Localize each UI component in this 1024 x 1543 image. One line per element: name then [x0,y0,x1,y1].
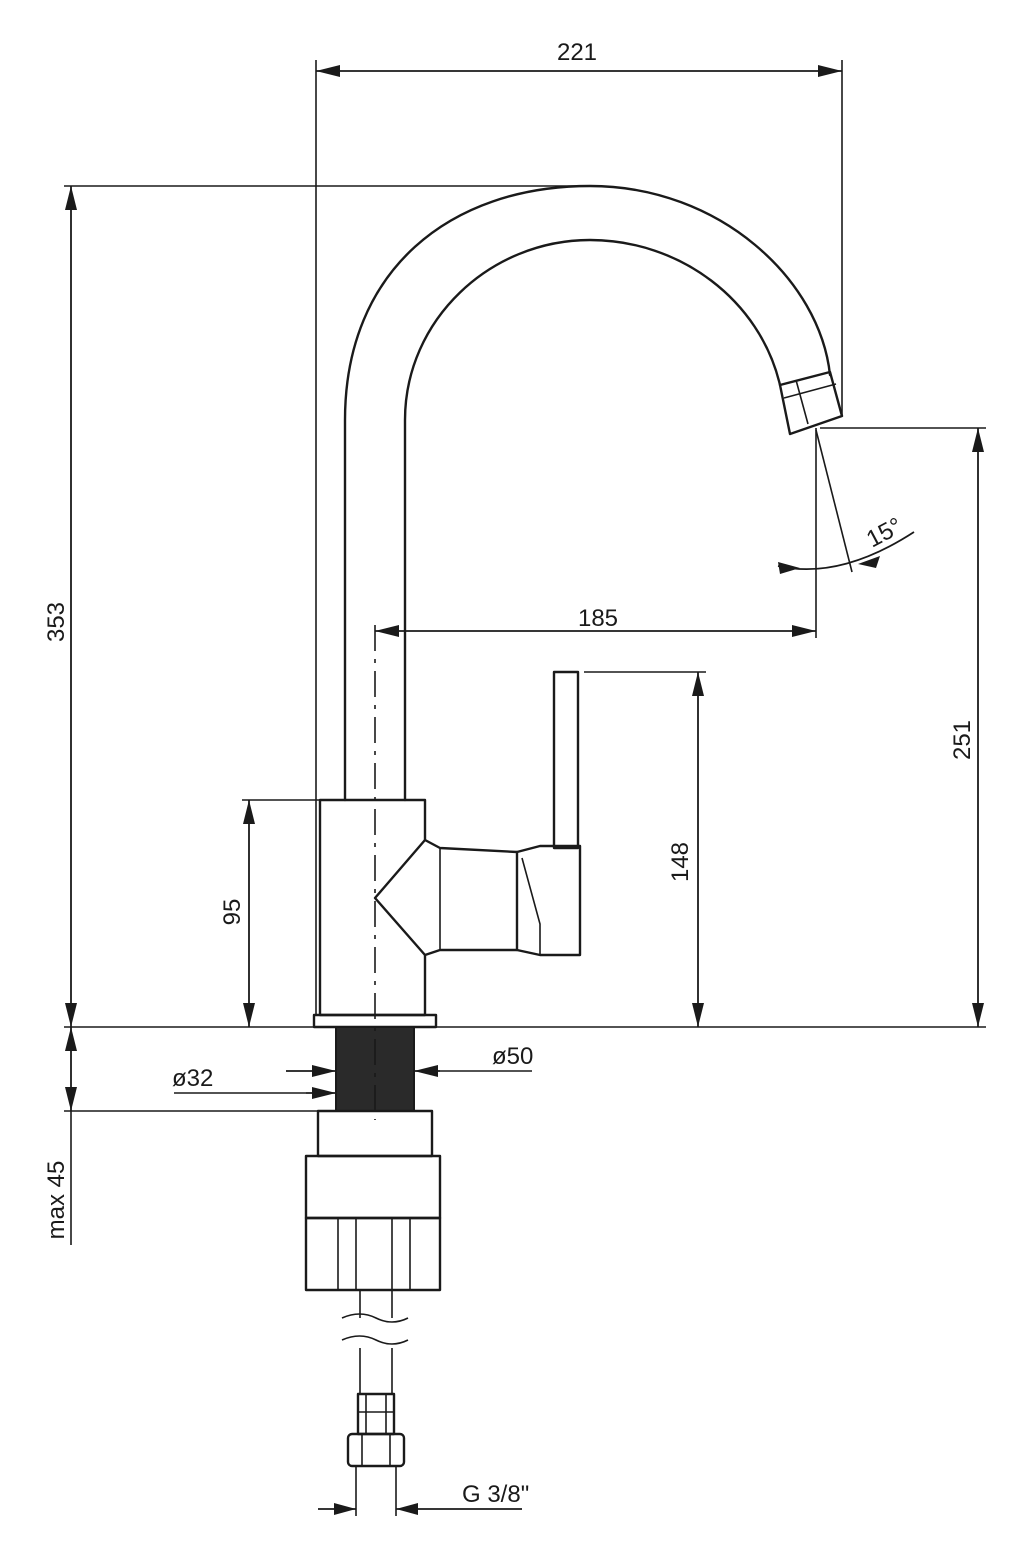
dimension-label-95: 95 [219,899,246,926]
dimension-swivel-angle: 15° [777,429,915,574]
arrow-head [396,1503,418,1515]
dimension-lever-height: 148 [584,671,706,1027]
hose-fitting-detail [358,1394,394,1434]
spout-inner-edge [403,238,782,802]
nut-grooves [337,1218,411,1290]
dimension-overall-width: 221 [315,39,843,1015]
arrow-head [858,556,880,568]
arrow-head [65,186,77,210]
dimension-spout-reach: 185 [375,428,817,638]
arrow-head [243,800,255,824]
arrow-head [972,428,984,452]
dimension-label-angle: 15° [862,512,907,553]
dimension-label-185: 185 [578,605,618,632]
arrow-head [778,562,800,574]
arrow-head [972,1003,984,1027]
arrow-head [65,1027,77,1051]
arrow-head [792,625,816,637]
dimension-label-353: 353 [43,602,70,642]
supply-hose-lower [359,1348,393,1394]
dimension-connection-thread: G 3/8" [318,1466,529,1516]
arrow-head [375,625,399,637]
mounting-nut-teeth [304,1216,442,1292]
arrow-head [692,1003,704,1027]
aerator-ring [795,379,809,425]
aerator-ring [783,383,837,399]
dimension-label-mount-diameter: ø32 [172,1065,213,1092]
arrow-head [312,1065,336,1077]
arrow-head [243,1003,255,1027]
cartridge-cone [373,838,427,957]
dimension-label-148: 148 [667,842,694,882]
mounting-washer [316,1109,434,1158]
lever-housing [515,844,582,957]
dimension-overall-height: 353 [43,185,590,1027]
spout-outer-edge [343,184,832,802]
hose-break-mark [341,1313,409,1323]
dimension-label-thread: G 3/8" [462,1481,529,1508]
dimension-max-deck-thickness: max 45 [43,1027,318,1245]
arrow-head [65,1003,77,1027]
hose-fitting [356,1392,396,1436]
faucet-body [318,798,519,1017]
dimension-diameters: ø50 ø32 [172,1043,533,1099]
dimension-label-max-45: max 45 [43,1161,70,1240]
mounting-nut [304,1154,442,1220]
connection-nut-flats [361,1434,391,1466]
arrow-head [65,1087,77,1111]
dimension-label-base-diameter: ø50 [492,1043,533,1070]
aerator [778,370,844,436]
arrow-head [334,1503,356,1515]
lever-handle [552,670,580,850]
dimension-label-251: 251 [949,720,976,760]
lever-housing-edge [521,857,541,955]
arrow-head [316,65,340,77]
connection-nut [346,1432,406,1468]
arrow-head [692,672,704,696]
dimension-outlet-height: 251 [820,427,986,1027]
arrow-head [414,1065,438,1077]
arrow-head [818,65,842,77]
hose-break-mark [341,1335,409,1345]
dimension-label-221: 221 [557,39,597,66]
faucet-outline [304,184,844,1468]
angle-ray [815,429,853,573]
dimension-body-height: 95 [219,799,320,1027]
